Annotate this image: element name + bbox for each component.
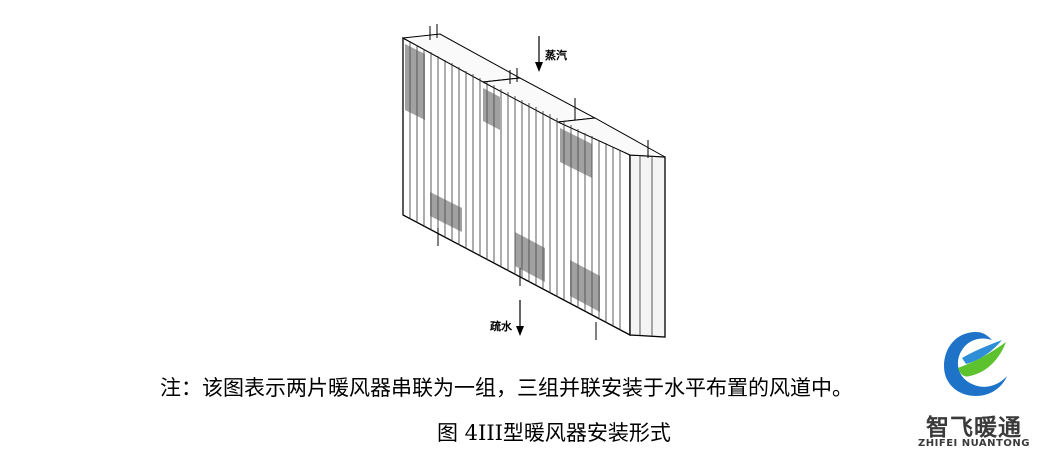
water-outlet-label: 疏水	[490, 319, 513, 333]
pipe-stubs	[429, 24, 649, 340]
steam-arrow-head	[535, 62, 543, 72]
figure-caption: 图 4III型暖风器安装形式	[437, 421, 671, 445]
heater-side-edge	[629, 154, 666, 338]
logo-wing-icon	[944, 332, 1007, 396]
figure-note: 注：该图表示两片暖风器串联为一组，三组并联安装于水平布置的风道中。	[160, 376, 853, 400]
heater-installation-diagram: 蒸汽 疏水	[402, 24, 666, 340]
zhifei-logo: 智飞暖通 ZHIFEI NUANTONG	[905, 320, 1043, 455]
heater-assembly	[402, 24, 666, 340]
logo-name-cn: 智飞暖通	[926, 415, 1022, 441]
water-arrow-head	[516, 326, 524, 336]
steam-inlet-label: 蒸汽	[545, 48, 567, 62]
logo-name-en: ZHIFEI NUANTONG	[918, 438, 1030, 449]
fin-patches	[405, 44, 600, 312]
